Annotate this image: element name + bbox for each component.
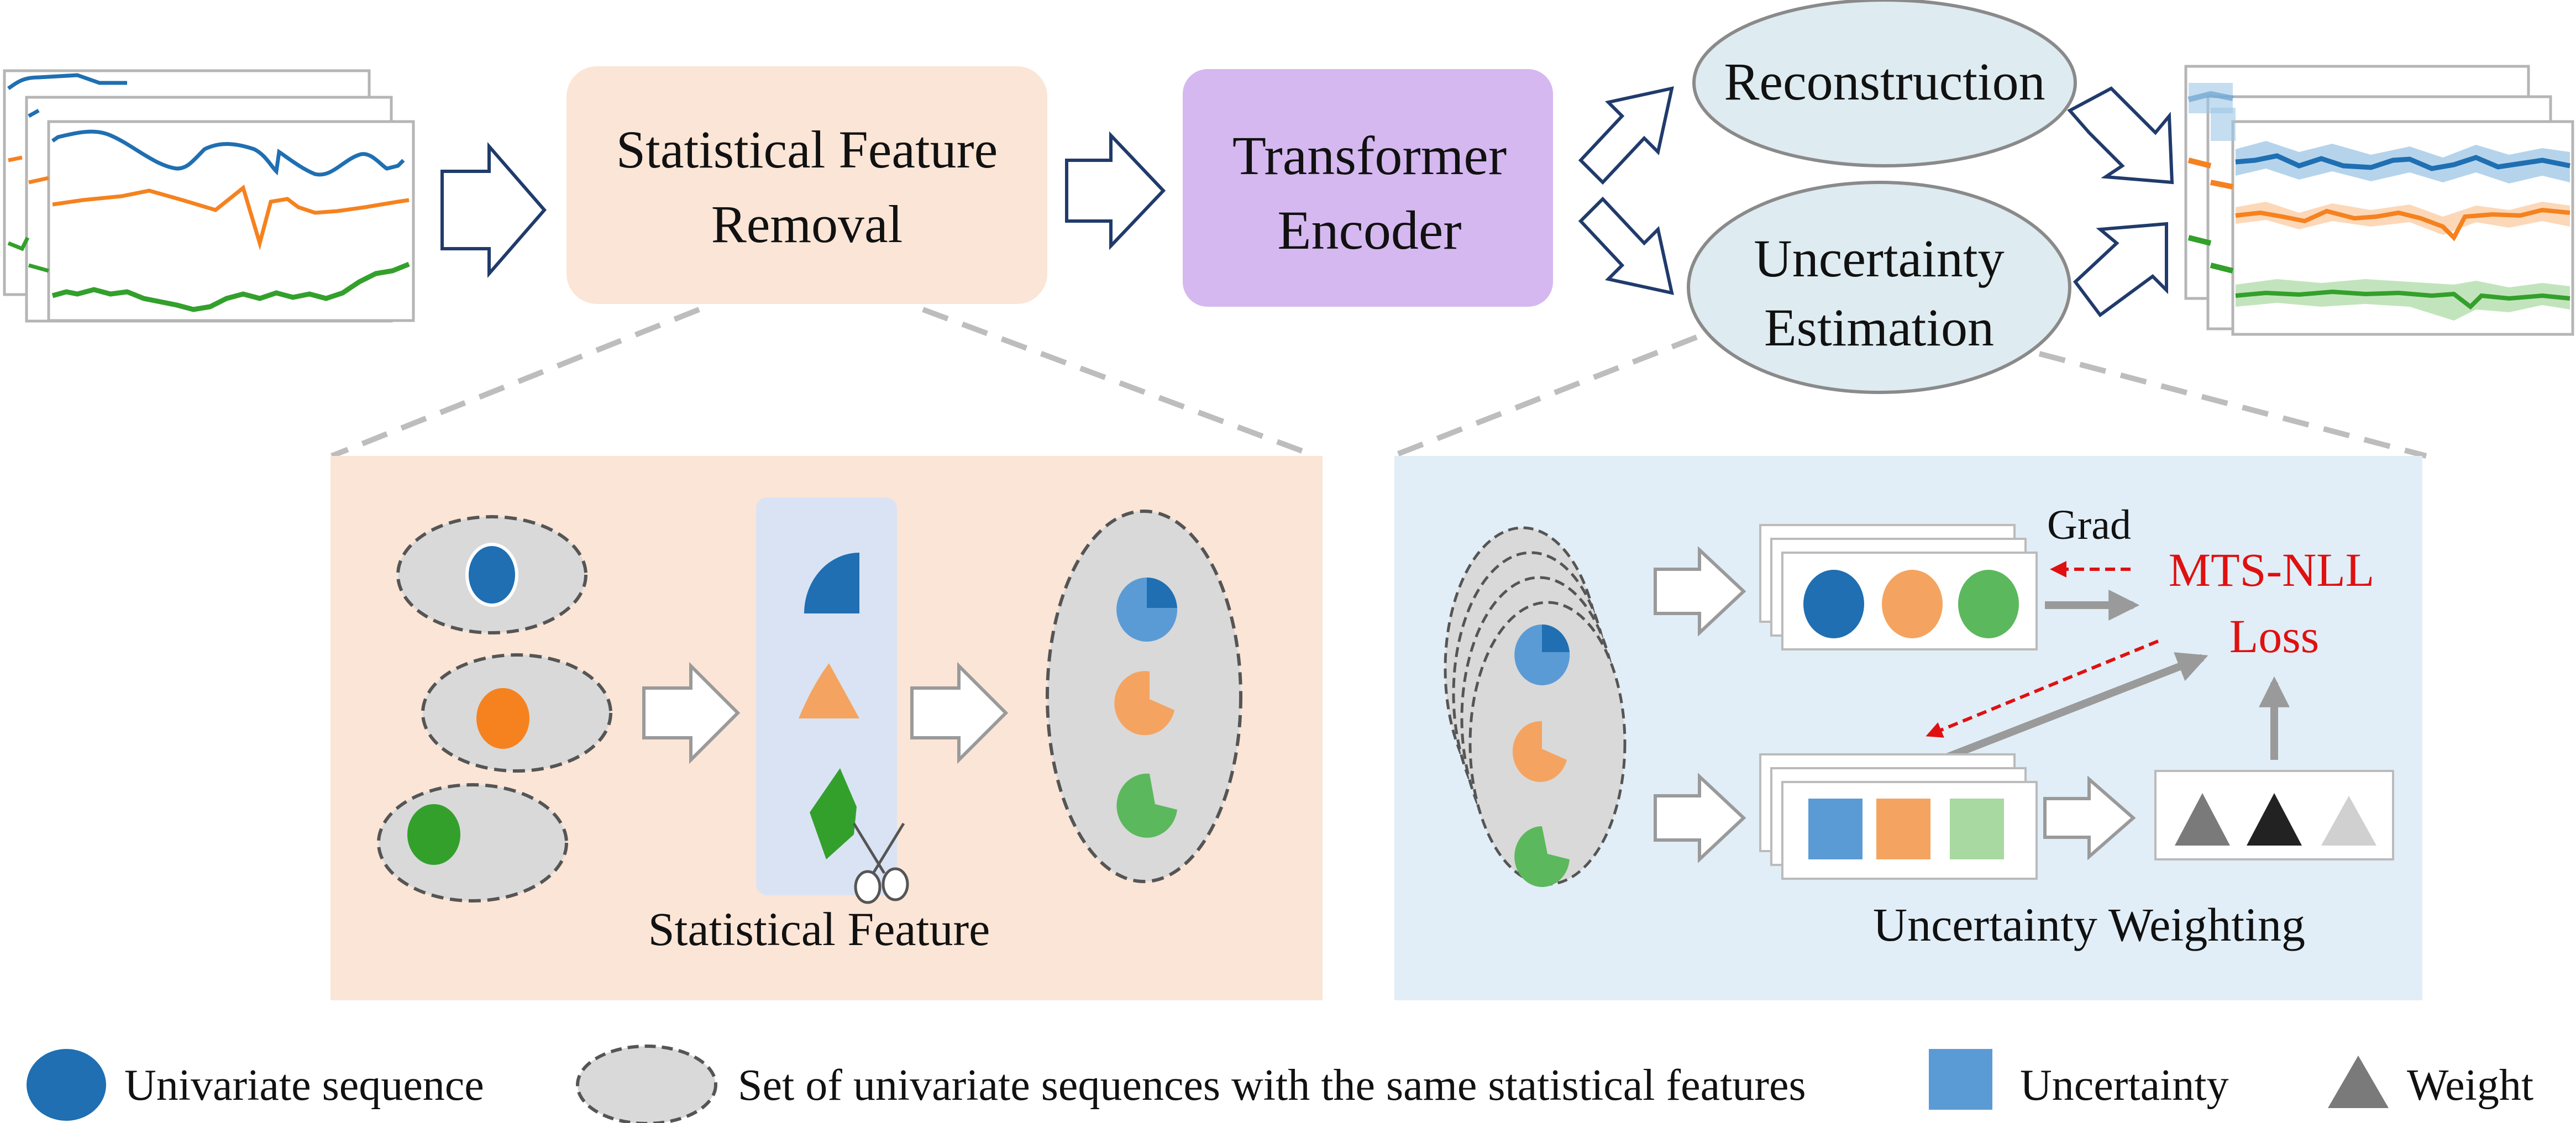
transformer-encoder-box: [1183, 69, 1553, 307]
flow-arrow-2: [1065, 131, 1166, 250]
card-circle-blue: [1803, 570, 1864, 638]
legend-uncertainty-label: Uncertainty: [2020, 1061, 2229, 1110]
flow-arrow-merge-down: [2073, 222, 2168, 318]
input-sequence-set-3: [377, 783, 568, 902]
panel-arrow-1: [642, 662, 741, 764]
panel-arrow-5: [2043, 775, 2136, 860]
legend-weight-icon: [2328, 1056, 2389, 1108]
grad-label: Grad: [2047, 502, 2131, 548]
output-sequence-set: [1046, 510, 1242, 883]
input-sequence-set-2: [421, 653, 612, 773]
weight-triangle-gray: [2175, 793, 2230, 846]
result-shape-blue: [1116, 578, 1178, 642]
uncertainty-square-blue: [1808, 799, 1863, 859]
front-series-orange: [52, 185, 410, 250]
panel-arrow-4: [1654, 773, 1746, 863]
input-sequence-set-1: [396, 515, 587, 634]
scissors-icon: [852, 822, 909, 904]
encoder-label-2: Encoder: [1277, 200, 1461, 261]
front-series-green: [51, 261, 410, 312]
legend-univariate-icon: [27, 1049, 106, 1121]
legend-set-icon: [576, 1045, 717, 1123]
legend-uncertainty-icon: [1929, 1049, 1992, 1110]
flow-arrow-down: [1578, 196, 1674, 295]
legend-univariate-label: Univariate sequence: [124, 1061, 484, 1110]
uncertainty-label-1: Uncertainty: [1754, 229, 2004, 288]
legend-set-label: Set of univariate sequences with the sam…: [738, 1061, 1806, 1110]
output-forecast-stack: [2184, 65, 2574, 336]
panel-arrow-3: [1654, 546, 1746, 637]
uncertainty-card-stack: [1759, 753, 2038, 880]
uncertainty-square-orange: [1876, 799, 1930, 859]
stat-removal-label-2: Removal: [711, 195, 903, 254]
legend: Univariate sequence Set of univariate se…: [27, 1045, 2533, 1123]
reconstruction-ellipse: [1692, 0, 2077, 167]
card-circle-green: [1958, 570, 2019, 638]
feature-shape-green: [810, 768, 857, 859]
connector-right-b: [2038, 351, 2427, 459]
statistical-feature-caption: Statistical Feature: [648, 902, 990, 956]
encoder-label-1: Transformer: [1232, 125, 1507, 186]
flow-arrow-merge-up: [2067, 86, 2174, 185]
statistical-feature-removal-box: [566, 66, 1047, 304]
grad-arrow-bottom: [1926, 639, 2159, 738]
weight-triangle-black: [2247, 793, 2302, 846]
weight-triangle-light: [2321, 796, 2376, 846]
univariate-dot-blue: [465, 543, 518, 607]
stat-removal-label-1: Statistical Feature: [616, 120, 998, 179]
latent-sequence-stack: [1444, 526, 1627, 887]
reconstruction-card-stack: [1759, 524, 2038, 650]
loss-label-2: Loss: [2229, 610, 2319, 663]
flow-arrow-1: [440, 141, 547, 279]
uncertainty-square-green: [1950, 799, 2004, 859]
result-shape-orange: [1114, 671, 1174, 736]
uncertainty-estimation-ellipse: [1687, 181, 2071, 394]
reconstruction-label: Reconstruction: [1724, 52, 2045, 111]
panel-arrow-2: [910, 662, 1009, 764]
connector-left-b: [922, 307, 1316, 459]
input-timeseries-stack: [3, 69, 415, 323]
univariate-dot-green: [407, 804, 460, 865]
feature-shape-orange: [799, 663, 859, 718]
univariate-dot-orange: [476, 688, 529, 749]
connector-left-a: [330, 307, 700, 459]
feature-shape-blue: [804, 553, 859, 613]
uncertainty-weighting-caption: Uncertainty Weighting: [1873, 898, 2305, 951]
result-shape-green: [1116, 773, 1177, 838]
loss-label-1: MTS-NLL: [2169, 543, 2375, 596]
connector-right-a: [1392, 334, 1698, 459]
card-circle-orange: [1882, 570, 1943, 638]
legend-weight-label: Weight: [2407, 1061, 2533, 1110]
uncertainty-label-2: Estimation: [1764, 298, 1994, 357]
weight-card: [2154, 770, 2394, 860]
gray-arrow-to-loss-diag: [1938, 652, 2208, 764]
flow-arrow-up: [1578, 86, 1674, 185]
front-series-blue: [51, 129, 405, 177]
